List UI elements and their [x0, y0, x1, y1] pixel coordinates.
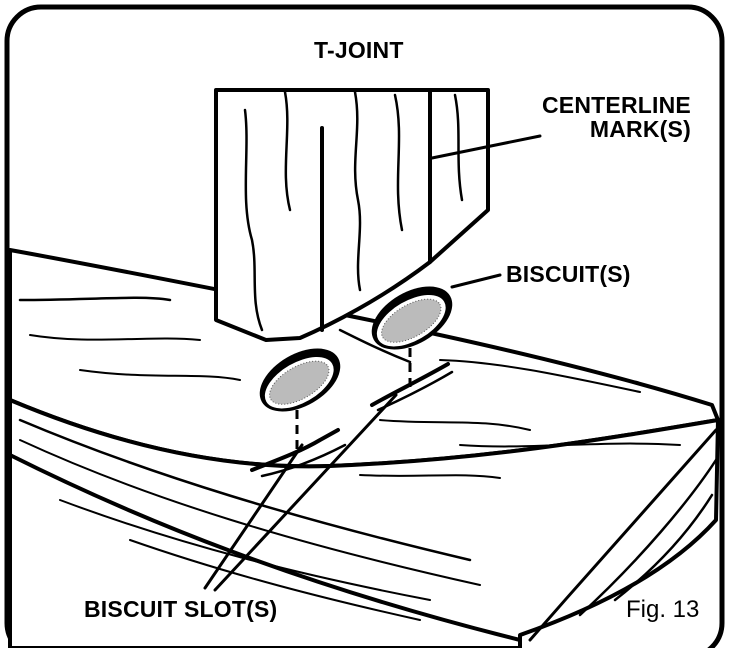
biscuit-slots-label: BISCUIT SLOT(S) — [84, 596, 278, 622]
grain-line — [59, 499, 431, 601]
slots-leader-right — [213, 393, 398, 592]
board-front-face — [8, 398, 720, 650]
figure-caption: Fig. 13 — [626, 596, 700, 623]
end-grain-line — [613, 493, 714, 602]
slots-leader-left — [203, 443, 304, 590]
centerline-leader — [430, 134, 542, 160]
biscuit-left — [259, 348, 341, 412]
biscuits — [259, 286, 453, 412]
vertical-board — [214, 88, 542, 342]
horizontal-board — [8, 248, 720, 650]
joint-line — [338, 328, 412, 364]
grain-line — [439, 359, 641, 393]
centerline-label: CENTERLINE MARK(S) — [542, 93, 691, 141]
grain-line — [353, 90, 362, 292]
grain-line — [129, 539, 421, 621]
alignment-lines — [295, 348, 412, 455]
grain-line — [19, 439, 481, 586]
biscuit-slot-left-edge — [260, 443, 347, 478]
grain-line — [283, 90, 292, 212]
end-grain-line — [578, 458, 718, 617]
biscuits-leader — [450, 273, 502, 289]
diagram-title: T-JOINT — [314, 37, 404, 63]
grain-line — [18, 418, 472, 562]
grain-line — [243, 108, 264, 332]
centerline-label-line1: CENTERLINE — [542, 92, 691, 118]
leader-lines — [203, 273, 502, 592]
grain-line — [79, 369, 241, 381]
biscuits-label: BISCUIT(S) — [506, 261, 631, 287]
end-grain-line — [528, 428, 718, 642]
frame-border — [4, 4, 725, 653]
grain-line — [393, 93, 404, 232]
grain-line — [459, 442, 681, 448]
grain-line — [453, 93, 464, 202]
grain-line — [359, 474, 501, 479]
grain-line — [18, 296, 172, 302]
grain-line — [379, 419, 531, 431]
grain-line — [29, 334, 201, 341]
centerline-label-line2: MARK(S) — [589, 116, 691, 142]
biscuit-slot-right — [370, 362, 450, 407]
biscuit-right — [371, 286, 453, 350]
biscuit-slot-left — [250, 428, 340, 472]
